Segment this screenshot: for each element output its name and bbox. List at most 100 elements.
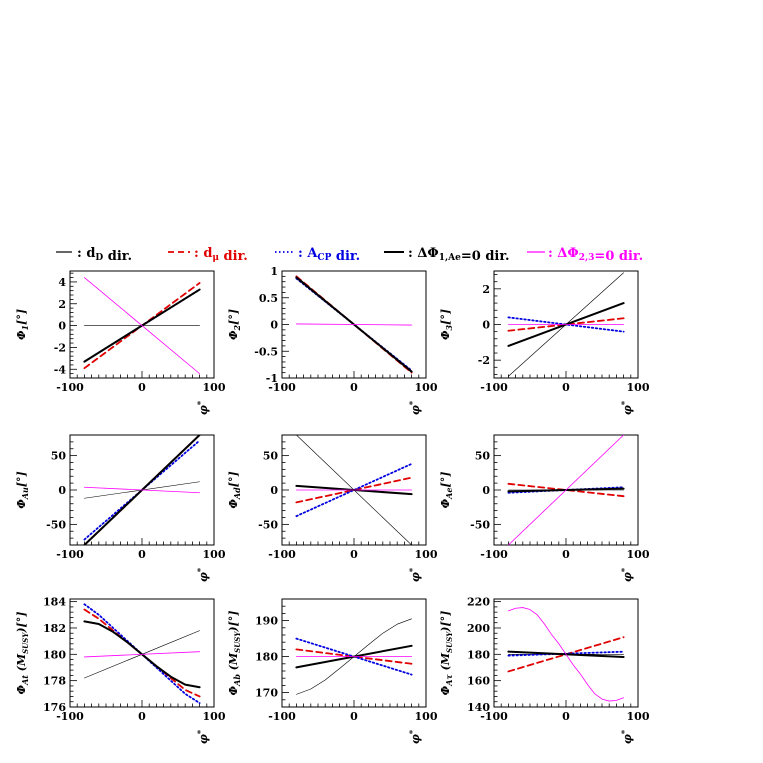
x-tick-label: 100 bbox=[627, 381, 650, 394]
x-tick-label: 100 bbox=[415, 710, 438, 723]
y-tick-label: 50 bbox=[51, 450, 67, 463]
x-tick-label: 100 bbox=[203, 548, 226, 561]
y-tick-label: -50 bbox=[46, 518, 66, 531]
y-axis-label: Φ1[°] bbox=[15, 309, 30, 340]
y-tick-label: 50 bbox=[475, 450, 491, 463]
x-tick-label: 0 bbox=[138, 710, 146, 723]
y-tick-label: 170 bbox=[255, 687, 278, 700]
panel-3: -100 0 100 -2 0 2 φ* Φ3[°] bbox=[439, 270, 650, 415]
x-tick-label: 100 bbox=[203, 381, 226, 394]
y-tick-label: -0.5 bbox=[254, 345, 278, 358]
x-tick-label: 100 bbox=[415, 548, 438, 561]
series-line-dmu bbox=[295, 476, 413, 504]
series-line-dmu bbox=[507, 317, 625, 332]
legend-label-3: : ACP dir. bbox=[298, 246, 360, 264]
x-tick-label: 0 bbox=[562, 548, 570, 561]
y-axis-label: Φ3[°] bbox=[439, 309, 454, 340]
x-tick-label: 0 bbox=[138, 548, 146, 561]
panel-8: -100 0 100 170 180 190 φ* ΦAb (MSUSY)[°] bbox=[227, 598, 438, 744]
x-tick-label: 0 bbox=[350, 381, 358, 394]
y-axis-label: Φ2[°] bbox=[227, 309, 242, 340]
legend-label-1: : dD dir. bbox=[77, 246, 132, 264]
x-axis-label: φ* bbox=[407, 729, 422, 744]
x-axis-label: φ* bbox=[195, 400, 210, 415]
x-tick-label: -100 bbox=[56, 381, 84, 394]
y-tick-label: 220 bbox=[467, 596, 490, 609]
panel-7: -100 0 100 176 178 180 182 184 φ* ΦAt (MSUSY)[°] bbox=[15, 596, 226, 744]
y-tick-label: 4 bbox=[58, 276, 66, 289]
plot-frame bbox=[69, 598, 215, 708]
y-tick-label: 0 bbox=[482, 319, 490, 332]
y-axis-label: ΦAd[°] bbox=[227, 471, 242, 508]
x-axis-label: φ* bbox=[619, 729, 634, 744]
y-tick-label: 1 bbox=[270, 265, 278, 278]
series-line-dphi23 bbox=[84, 486, 201, 494]
x-tick-label: -100 bbox=[480, 381, 508, 394]
y-tick-label: 0 bbox=[270, 484, 278, 497]
y-tick-label: 200 bbox=[467, 622, 490, 635]
x-tick-label: 0 bbox=[350, 710, 358, 723]
x-tick-label: -100 bbox=[268, 381, 296, 394]
x-tick-label: -100 bbox=[56, 710, 84, 723]
y-tick-label: 180 bbox=[43, 648, 66, 661]
x-tick-label: -100 bbox=[268, 710, 296, 723]
x-axis-label: φ* bbox=[619, 567, 634, 582]
y-tick-label: 184 bbox=[43, 596, 66, 609]
y-tick-label: 190 bbox=[255, 615, 278, 628]
y-tick-label: 160 bbox=[467, 675, 490, 688]
x-tick-label: 0 bbox=[138, 381, 146, 394]
x-tick-label: 100 bbox=[627, 548, 650, 561]
series-line-dmu bbox=[507, 482, 625, 498]
y-axis-label: ΦAb (MSUSY)[°] bbox=[227, 611, 242, 696]
y-tick-label: 50 bbox=[263, 450, 279, 463]
y-tick-label: 182 bbox=[43, 622, 66, 635]
x-tick-label: -100 bbox=[480, 548, 508, 561]
x-tick-label: 0 bbox=[562, 381, 570, 394]
y-axis-label: ΦAe[°] bbox=[439, 472, 454, 509]
series-line-dmu bbox=[295, 648, 413, 665]
y-tick-label: -50 bbox=[470, 518, 490, 531]
y-tick-label: -50 bbox=[258, 518, 278, 531]
x-tick-label: 100 bbox=[203, 710, 226, 723]
x-axis-label: φ* bbox=[407, 567, 422, 582]
y-tick-label: -4 bbox=[54, 363, 67, 376]
panel-6: -100 0 100 -50 0 50 φ* ΦAe[°] bbox=[439, 434, 650, 582]
y-tick-label: 0.5 bbox=[259, 292, 278, 305]
y-tick-label: 0 bbox=[270, 319, 278, 332]
x-axis-label: φ* bbox=[195, 567, 210, 582]
y-tick-label: 178 bbox=[43, 675, 66, 688]
x-tick-label: -100 bbox=[56, 548, 84, 561]
y-tick-label: 176 bbox=[43, 701, 66, 714]
x-tick-label: -100 bbox=[268, 548, 296, 561]
y-axis-label: ΦAu[°] bbox=[15, 471, 30, 509]
x-tick-label: -100 bbox=[480, 710, 508, 723]
legend-label-5: : ΔΦ2,3=0 dir. bbox=[548, 246, 643, 264]
y-tick-label: -2 bbox=[478, 354, 490, 367]
plot-frame bbox=[281, 598, 427, 708]
y-tick-label: 180 bbox=[255, 651, 278, 664]
y-tick-label: 0 bbox=[482, 484, 490, 497]
series-line-dphi23 bbox=[84, 651, 201, 658]
y-axis-label: ΦAτ (MSUSY)[°] bbox=[439, 611, 454, 696]
y-tick-label: -2 bbox=[54, 341, 66, 354]
series-line-dphi23 bbox=[507, 607, 624, 702]
y-tick-label: 180 bbox=[467, 648, 490, 661]
series-line-dphi23 bbox=[507, 435, 624, 545]
y-axis-label: ΦAt (MSUSY)[°] bbox=[15, 612, 30, 695]
x-tick-label: 0 bbox=[562, 710, 570, 723]
y-tick-label: 2 bbox=[482, 283, 490, 296]
legend-label-2: : dμ dir. bbox=[194, 246, 248, 264]
panel-4: -100 0 100 -50 0 50 φ* ΦAu[°] bbox=[15, 434, 226, 582]
x-axis-label: φ* bbox=[407, 400, 422, 415]
x-axis-label: φ* bbox=[195, 729, 210, 744]
y-tick-label: 0 bbox=[58, 484, 66, 497]
x-axis-label: φ* bbox=[619, 400, 634, 415]
series-line-dphi23 bbox=[84, 277, 201, 375]
series-line-dphi23 bbox=[295, 323, 413, 326]
y-tick-label: 140 bbox=[467, 701, 490, 714]
